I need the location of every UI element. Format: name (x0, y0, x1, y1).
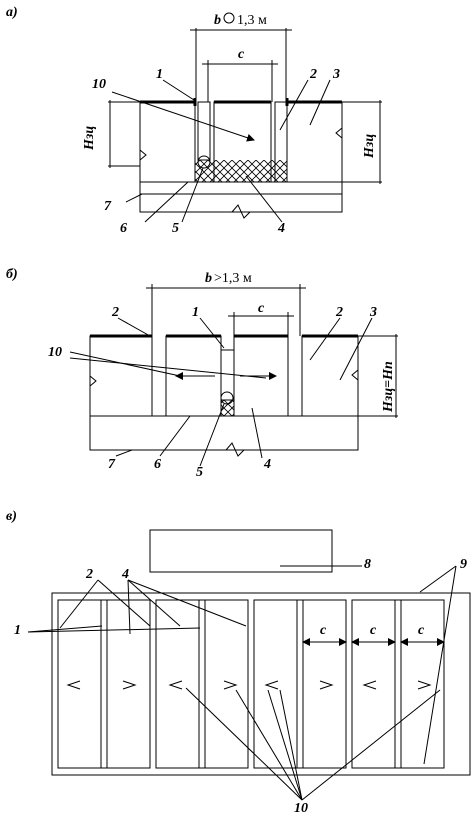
panel-c-cell-1 (57, 599, 102, 769)
panel-a-base-layer (139, 193, 343, 213)
panel-c-electrode-3 (296, 599, 304, 769)
panel-b-label-2-right: 2 (335, 305, 343, 320)
circle-icon (223, 12, 235, 24)
panel-c-electrode-4 (394, 599, 402, 769)
panel-a: а) b 1,3 м c Hзц (6, 5, 382, 236)
panel-c-label-4: 4 (121, 567, 129, 582)
panel-c-electrode-1 (100, 599, 108, 769)
panel-c: в) 8 c c c (6, 509, 471, 816)
panel-a-label-3: 3 (332, 67, 340, 82)
panel-b-label-1: 1 (192, 305, 199, 320)
panel-c-flow-arrows (66, 680, 432, 690)
panel-c-cell-4 (204, 599, 249, 769)
panel-a-label-7: 7 (104, 199, 112, 214)
panel-c-letter: в) (6, 509, 17, 524)
panel-b-dim-b-value: >1,3 м (214, 271, 252, 286)
panel-b-label-7: 7 (108, 457, 116, 472)
panel-b: б) b >1,3 м c Hзц=Hп (6, 267, 398, 480)
panel-b-dim-b: b (205, 271, 212, 286)
panel-b-label-2-left: 2 (111, 305, 119, 320)
panel-a-dim-c: c (238, 47, 245, 62)
panel-b-label-10: 10 (48, 345, 62, 360)
panel-c-label-8: 8 (364, 557, 371, 572)
pipe-icon (197, 155, 211, 169)
panel-a-letter: а) (6, 5, 18, 20)
panel-c-dim-c-2: c (370, 623, 377, 638)
panel-c-dim-c-1: c (320, 623, 327, 638)
panel-a-h-left: Hзц (82, 126, 97, 151)
panel-c-label-2: 2 (85, 567, 93, 582)
panel-c-label-1: 1 (14, 623, 21, 638)
panel-c-label-9: 9 (460, 557, 467, 572)
panel-a-dim-b: b (214, 13, 221, 28)
panel-b-base-layer (89, 415, 359, 451)
panel-c-label-10: 10 (294, 801, 308, 816)
panel-b-soil-right (301, 335, 359, 417)
panel-b-label-5: 5 (196, 465, 203, 480)
panel-a-label-5: 5 (172, 221, 179, 236)
panel-c-frame (51, 592, 471, 776)
panel-a-dim-b-value: 1,3 м (237, 13, 267, 28)
panel-a-label-2: 2 (309, 67, 317, 82)
panel-b-label-6: 6 (154, 457, 161, 472)
pipe-icon (220, 391, 234, 405)
panel-a-h-right: Hзц (362, 134, 377, 159)
panel-a-label-1: 1 (156, 67, 163, 82)
panel-c-cell-6 (302, 599, 347, 769)
panel-c-top-block (149, 529, 333, 573)
panel-c-cell-8 (400, 599, 445, 769)
panel-c-dim-c-3: c (418, 623, 425, 638)
panel-b-letter: б) (6, 267, 18, 282)
panel-b-h-right: Hзц=Hп (381, 361, 396, 413)
panel-c-cell-3 (155, 599, 200, 769)
panel-a-label-10: 10 (92, 77, 106, 92)
panel-c-electrode-2 (198, 599, 206, 769)
panel-b-label-3: 3 (369, 305, 377, 320)
panel-a-label-4: 4 (277, 221, 285, 236)
panel-a-soil-left (139, 101, 196, 183)
panel-b-soil-left (89, 335, 153, 417)
panel-a-label-6: 6 (120, 221, 127, 236)
panel-b-dim-c: c (258, 301, 265, 316)
panel-c-cell-2 (106, 599, 151, 769)
panel-b-label-4: 4 (263, 457, 271, 472)
